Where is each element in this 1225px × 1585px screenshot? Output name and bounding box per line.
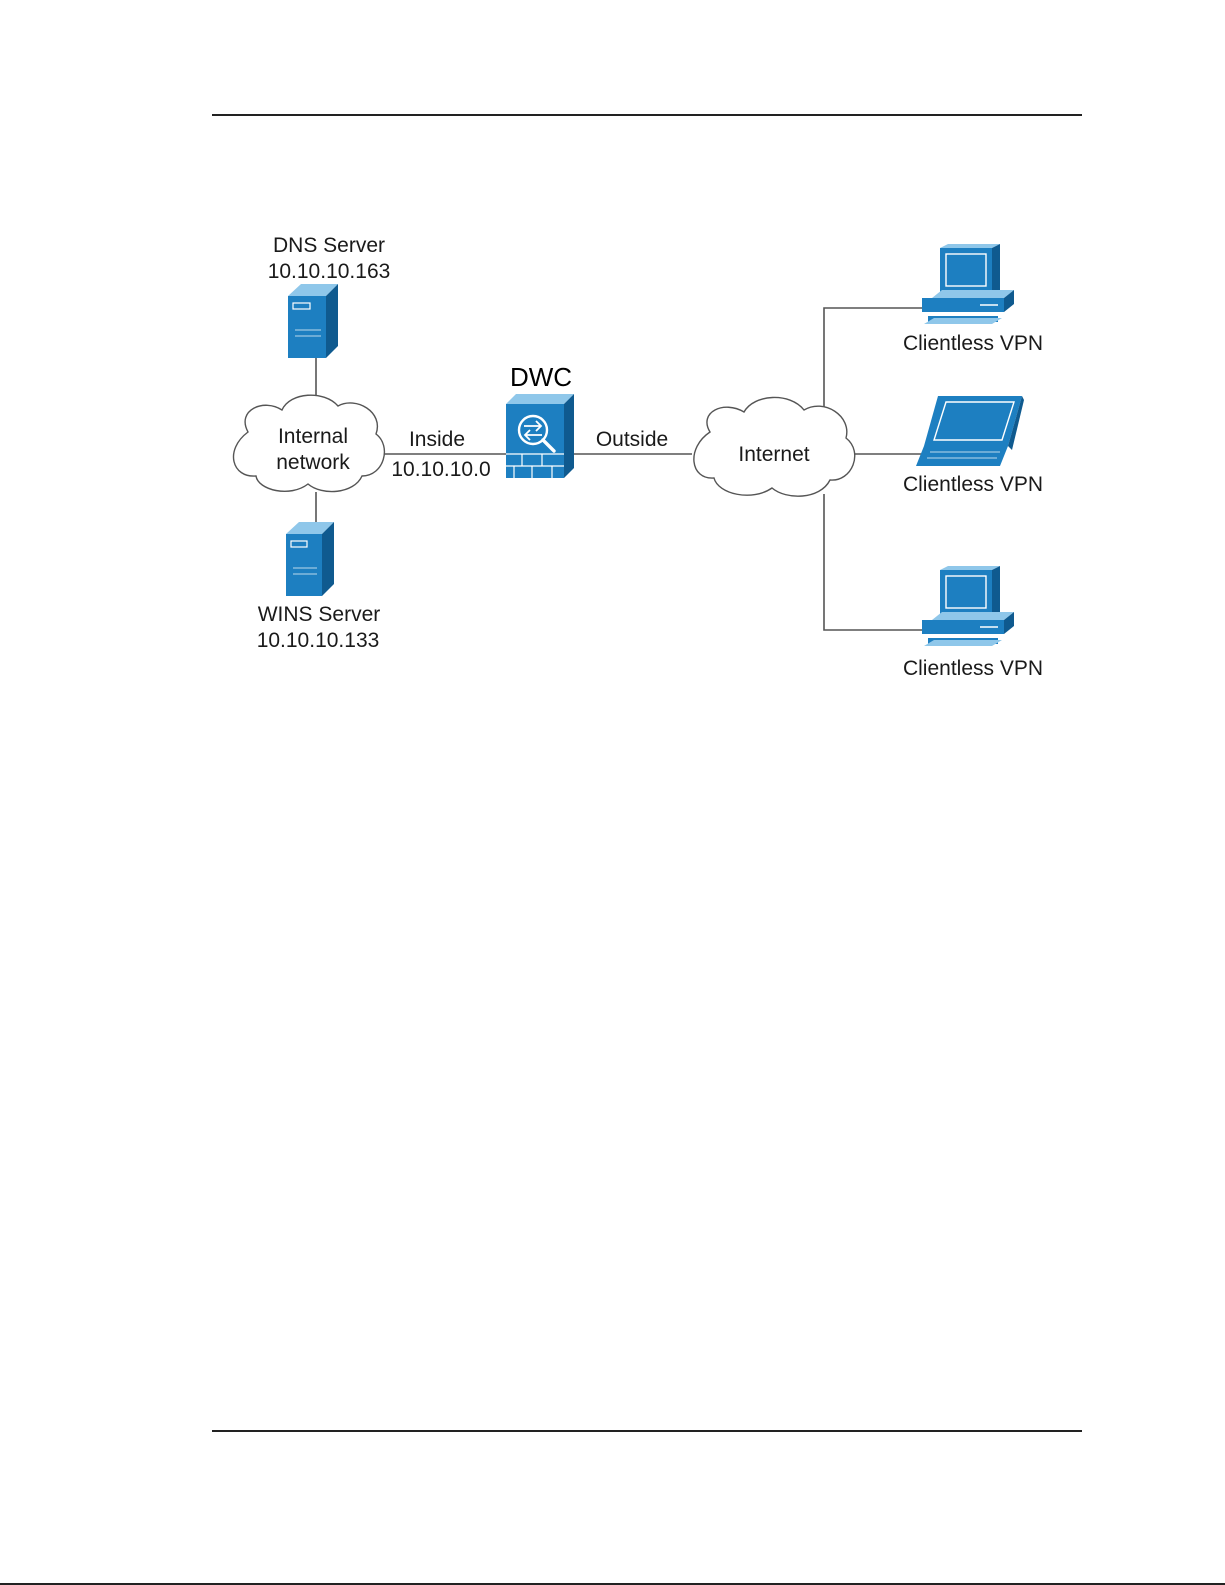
outside-label: Outside [596,428,668,451]
wins-server-ip: 10.10.10.133 [257,629,380,652]
wins-server-icon [286,522,334,596]
dns-server-ip: 10.10.10.163 [268,260,391,283]
dns-server-icon [288,284,338,358]
client-1-label: Clientless VPN [903,332,1043,355]
desktop-icon [922,566,1014,646]
dwc-label: DWC [510,362,572,392]
link-internet-client-3 [824,494,922,630]
inside-subnet: 10.10.10.0 [391,458,490,481]
client-2-label: Clientless VPN [903,473,1043,496]
wins-server-name: WINS Server [258,603,381,626]
internet-label: Internet [738,443,809,466]
firewall-icon [506,394,574,478]
internal-network-label-line1: Internal [278,425,348,448]
client-3-label: Clientless VPN [903,657,1043,680]
internal-network-label-line2: network [276,451,350,474]
desktop-icon [922,244,1014,324]
link-internet-client-1 [824,308,922,410]
laptop-icon [916,396,1024,466]
dns-server-name: DNS Server [273,234,385,257]
inside-label: Inside [409,428,465,451]
